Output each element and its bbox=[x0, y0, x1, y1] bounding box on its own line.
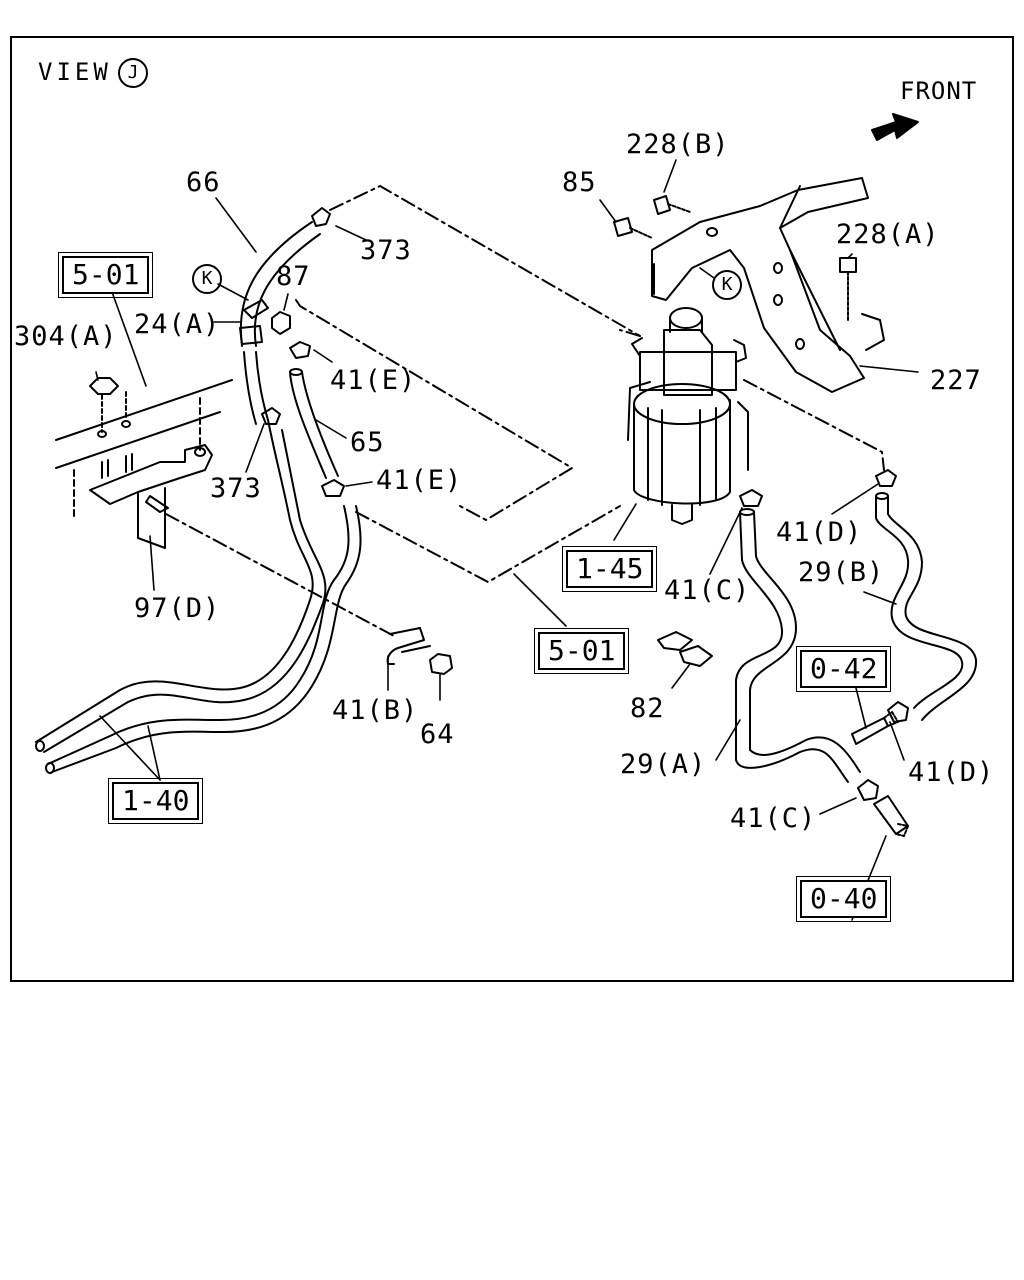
leader-lines bbox=[95, 159, 919, 921]
front-label: FRONT bbox=[900, 77, 978, 105]
front-arrow-icon bbox=[871, 113, 919, 141]
clip-41b bbox=[386, 627, 431, 665]
hose-65 bbox=[289, 368, 339, 479]
diagram-frame bbox=[10, 36, 1014, 982]
callout-29b: 29(B) bbox=[798, 557, 885, 588]
callout-41e-mid: 41(E) bbox=[376, 465, 463, 496]
clamp-82 bbox=[657, 631, 713, 667]
ref-box-0-40[interactable]: 0-40 bbox=[795, 876, 892, 922]
clamp-41c-bot bbox=[857, 779, 879, 801]
bolt-228a bbox=[839, 257, 857, 321]
callout-373-top: 373 bbox=[360, 235, 412, 266]
callout-373-mid: 373 bbox=[210, 473, 262, 504]
callout-227: 227 bbox=[930, 365, 982, 396]
bracket-97d bbox=[89, 444, 213, 549]
hose-66 bbox=[239, 221, 321, 425]
nut-64 bbox=[429, 653, 453, 675]
hose-29a bbox=[735, 508, 861, 783]
bolt-228b bbox=[653, 195, 691, 215]
bolt-85 bbox=[613, 217, 653, 239]
callout-41d-top: 41(D) bbox=[776, 517, 863, 548]
view-marker: J bbox=[118, 58, 148, 88]
pipe-042 bbox=[851, 711, 899, 745]
callout-41c-top: 41(C) bbox=[664, 575, 751, 606]
bracket-227 bbox=[651, 177, 885, 393]
ref-box-0-42[interactable]: 0-42 bbox=[795, 646, 892, 692]
callout-304a: 304(A) bbox=[14, 321, 118, 352]
clamp-373-top bbox=[311, 207, 331, 227]
construction-lines bbox=[165, 185, 885, 637]
clamp-373-mid bbox=[261, 407, 281, 425]
callout-64: 64 bbox=[420, 719, 455, 750]
clamp-41e-top bbox=[289, 341, 311, 359]
view-title: VIEW bbox=[38, 58, 112, 86]
ref-box-5-01-mid[interactable]: 5-01 bbox=[533, 628, 630, 674]
callout-228b: 228(B) bbox=[626, 129, 730, 160]
clamp-41c-top bbox=[739, 489, 763, 507]
ref-box-1-45[interactable]: 1-45 bbox=[561, 546, 658, 592]
callout-85: 85 bbox=[562, 167, 597, 198]
frame-rail bbox=[55, 379, 233, 521]
pipe-040 bbox=[873, 795, 909, 837]
nut-87 bbox=[271, 311, 291, 335]
clamp-41d-bot bbox=[887, 701, 909, 723]
callout-29a: 29(A) bbox=[620, 749, 707, 780]
fuel-lines bbox=[35, 419, 362, 774]
nut-304a bbox=[89, 377, 131, 438]
callout-41c-bot: 41(C) bbox=[730, 803, 817, 834]
callout-24a: 24(A) bbox=[134, 309, 221, 340]
clamp-41e-mid bbox=[321, 479, 345, 497]
callout-82: 82 bbox=[630, 693, 665, 724]
callout-66: 66 bbox=[186, 167, 221, 198]
callout-87: 87 bbox=[276, 261, 311, 292]
ref-box-5-01-left[interactable]: 5-01 bbox=[57, 252, 154, 298]
callout-41e-top: 41(E) bbox=[330, 365, 417, 396]
callout-65: 65 bbox=[350, 427, 385, 458]
callout-228a: 228(A) bbox=[836, 219, 940, 250]
ref-box-1-40[interactable]: 1-40 bbox=[107, 778, 204, 824]
callout-41d-bot: 41(D) bbox=[908, 757, 995, 788]
clamp-41d-top bbox=[875, 469, 897, 487]
clip-24a bbox=[243, 299, 269, 319]
hose-29b bbox=[875, 492, 978, 721]
callout-41b: 41(B) bbox=[332, 695, 419, 726]
fuel-filter bbox=[627, 307, 749, 525]
callout-97d: 97(D) bbox=[134, 593, 221, 624]
k-marker-left: K bbox=[192, 264, 222, 294]
k-marker-right: K bbox=[712, 270, 742, 300]
